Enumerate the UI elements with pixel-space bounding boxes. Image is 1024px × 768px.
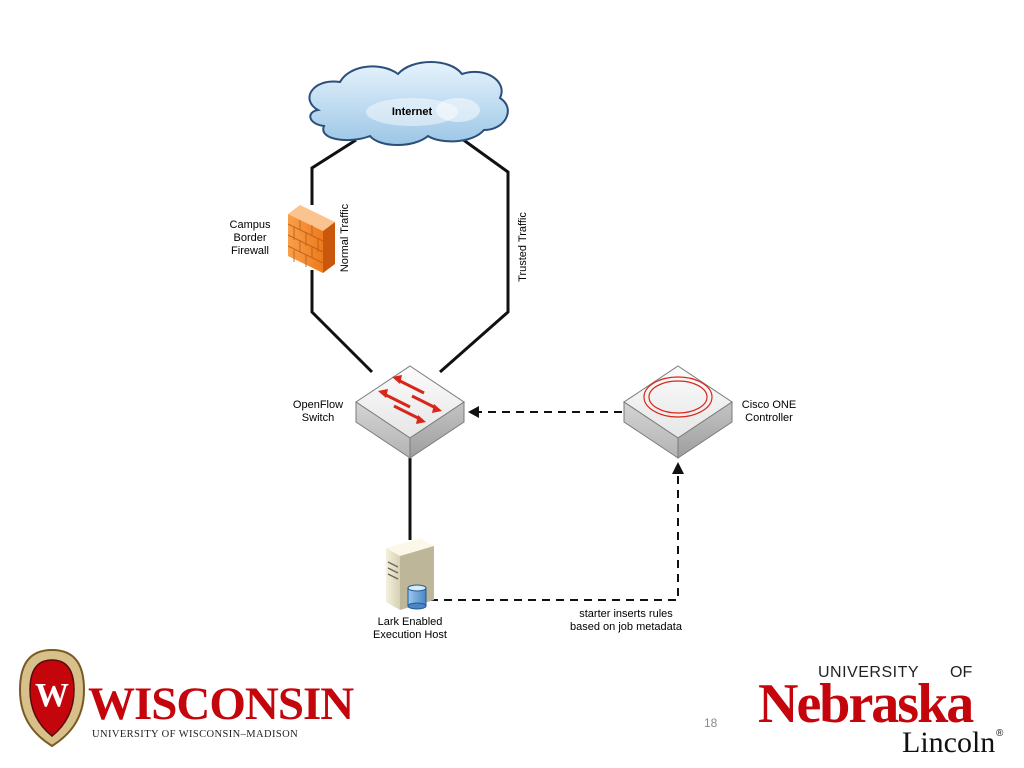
execution-host-label: Lark Enabled Execution Host (373, 616, 447, 641)
database-icon (407, 584, 427, 610)
trusted-traffic-label: Trusted Traffic (517, 212, 529, 282)
internet-cloud-icon (308, 61, 509, 146)
host-to-controller-link (430, 474, 679, 601)
unl-logo-university: UNIVERSITY (818, 664, 920, 681)
unl-logo-of: OF (950, 664, 973, 681)
unl-registered-mark: ® (996, 728, 1004, 739)
firewall-icon (287, 205, 335, 273)
uw-crest-letter: W (35, 677, 69, 714)
trusted-traffic-link (439, 134, 510, 374)
rules-note-label: starter inserts rules based on job metad… (570, 608, 682, 633)
internet-label: Internet (391, 106, 433, 118)
uw-logo-wordmark: WISCONSIN (88, 678, 354, 730)
normal-traffic-label: Normal Traffic (339, 203, 351, 273)
openflow-switch-label: OpenFlow Switch (292, 399, 344, 424)
page-number: 18 (704, 716, 718, 730)
uw-logo-subtitle: UNIVERSITY OF WISCONSIN–MADISON (92, 729, 299, 740)
execution-host-server-icon (386, 538, 434, 610)
firewall-label: Campus Border Firewall (229, 219, 271, 257)
arrowhead-left-icon (468, 406, 479, 418)
uw-crest-icon: W (18, 648, 86, 748)
arrowhead-up-icon (672, 462, 684, 474)
normal-traffic-link (310, 138, 374, 374)
unl-logo-wordmark: Nebraska (758, 673, 974, 735)
controller-icon (623, 365, 733, 459)
openflow-switch-icon (355, 365, 465, 459)
switch-arrows-icon (378, 375, 442, 424)
controller-label: Cisco ONE Controller (741, 399, 797, 424)
unl-logo-campus: Lincoln (902, 726, 996, 759)
